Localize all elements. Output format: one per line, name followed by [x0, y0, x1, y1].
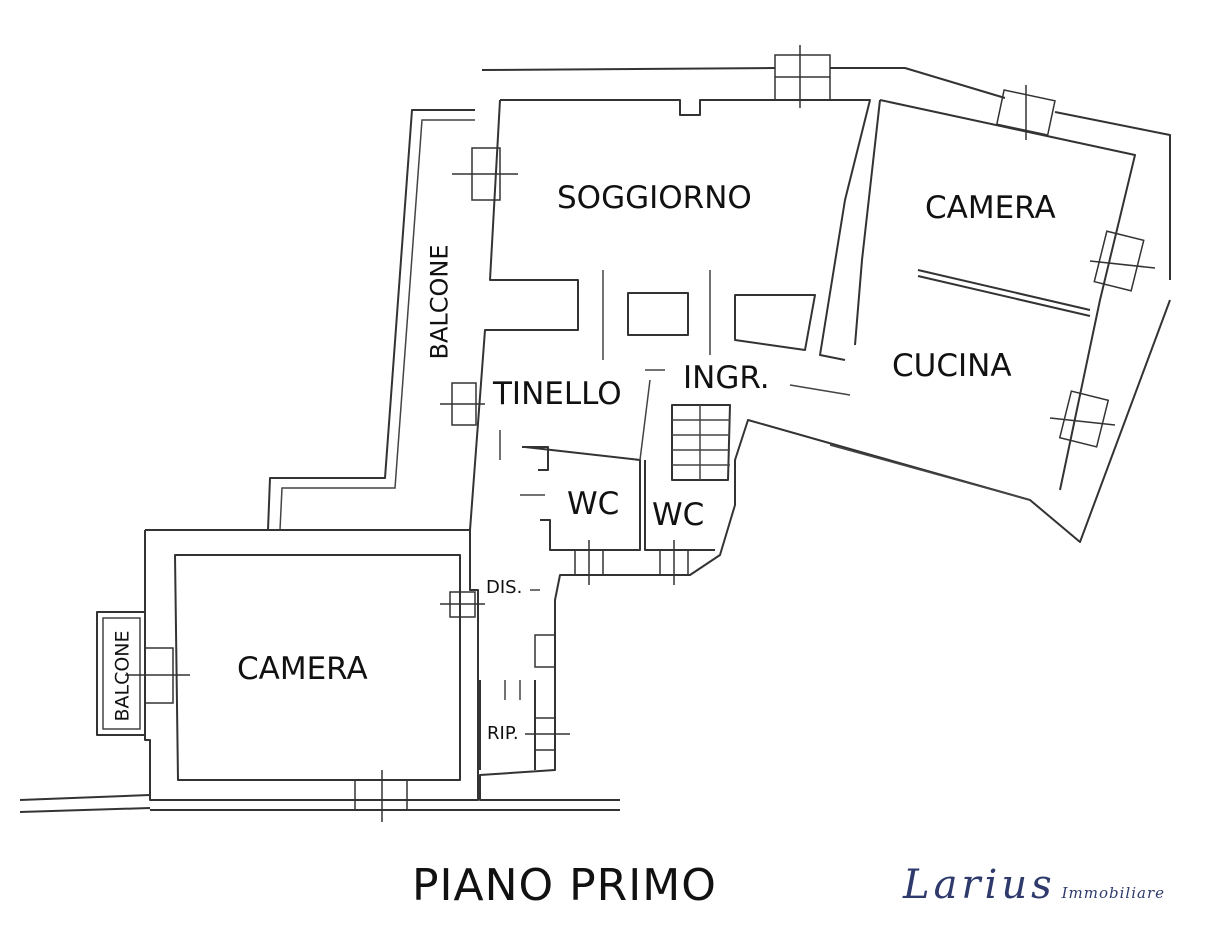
room-label-wc-right: WC [652, 497, 705, 533]
room-label-camera-bottom: CAMERA [237, 651, 368, 687]
room-label-camera-top: CAMERA [925, 190, 1056, 226]
room-label-disimpegno: DIS. [486, 577, 523, 598]
room-label-balcone-long: BALCONE [425, 244, 454, 360]
room-label-cucina: CUCINA [892, 348, 1012, 384]
brand-logo: Larius Immobiliare [903, 862, 1165, 908]
windows [125, 45, 1156, 822]
brand-name: Larius [903, 862, 1056, 908]
room-label-ripostiglio: RIP. [487, 723, 519, 744]
door-marks [499, 270, 1031, 591]
room-label-ingresso: INGR. [683, 360, 770, 396]
floor-title: PIANO PRIMO [412, 860, 717, 911]
outer-walls [19, 67, 1171, 813]
room-label-balcone-small: BALCONE [111, 630, 134, 722]
brand-subtitle: Immobiliare [1061, 884, 1166, 902]
room-label-wc-left: WC [567, 486, 620, 522]
room-label-tinello: TINELLO [493, 376, 622, 412]
room-label-soggiorno: SOGGIORNO [557, 180, 752, 216]
